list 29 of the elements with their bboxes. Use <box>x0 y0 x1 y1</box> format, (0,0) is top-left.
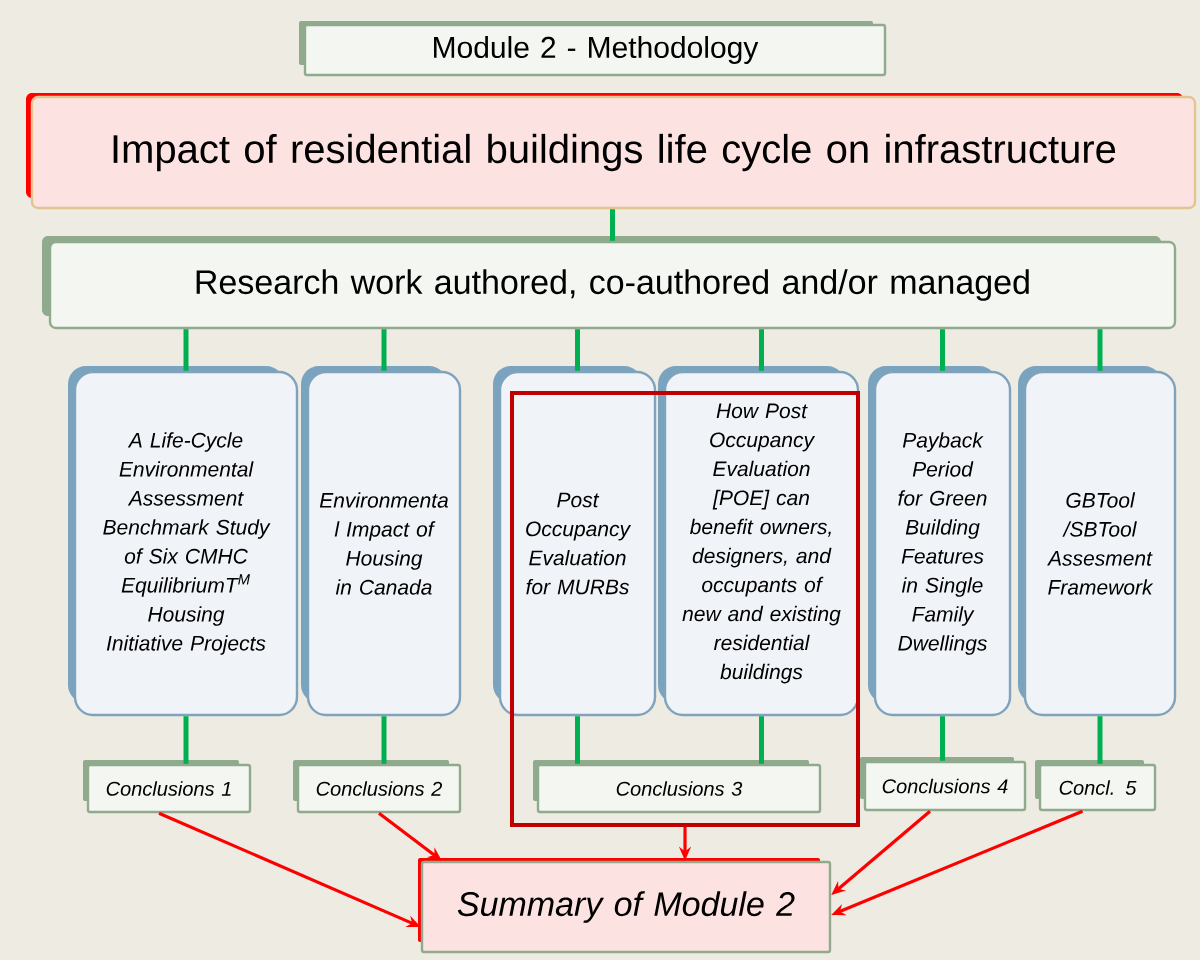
research-card: A Life-Cycle Environmental Assessment Benchmark Study of Six CMHC EquilibriumT$^{M}$ Housing Initiative Projects <box>68 366 299 717</box>
connector-line <box>381 329 387 371</box>
summary-box: Summary of Module 2 <box>418 858 832 954</box>
research-card: Payback Period for Green Building Features in Single Family Dwellings <box>868 366 1012 717</box>
research-card: How Post Occupancy Evaluation [POE] can benefit owners, designers, and occupants of new and existing residential buildings <box>658 366 860 717</box>
connector-line <box>759 329 764 371</box>
connector-line <box>1097 329 1103 371</box>
connector-line <box>381 716 387 764</box>
connector-line <box>759 716 764 764</box>
heading-box: Research work authored, co-authored and/or managed <box>42 236 1177 330</box>
connector-line <box>183 716 189 764</box>
outline-frame <box>510 391 860 827</box>
connector-line <box>1097 716 1103 764</box>
conclusion-box: Conclusions 2 <box>293 760 462 814</box>
connector-line <box>610 209 615 241</box>
connector-line <box>575 329 580 371</box>
connector-line <box>940 329 945 371</box>
topic-box: Impact of residential buildings life cycle on infrastructure <box>26 93 1197 210</box>
conclusion-box: Conclusions 1 <box>83 760 252 814</box>
research-card: Environmenta l Impact of Housing in Canada <box>301 366 462 717</box>
research-card: GBTool /SBTool Assesment Framework <box>1018 366 1177 717</box>
conclusion-box: Concl. 5 <box>1035 760 1157 812</box>
connector-line <box>940 716 945 761</box>
research-card: Post Occupancy Evaluation for MURBs <box>493 366 657 717</box>
title-box: Module 2 - Methodology <box>299 21 887 77</box>
conclusion-box: Conclusions 3 <box>533 760 822 814</box>
connector-line <box>183 329 189 371</box>
conclusion-box: Conclusions 4 <box>860 757 1027 812</box>
connector-line <box>575 716 580 764</box>
